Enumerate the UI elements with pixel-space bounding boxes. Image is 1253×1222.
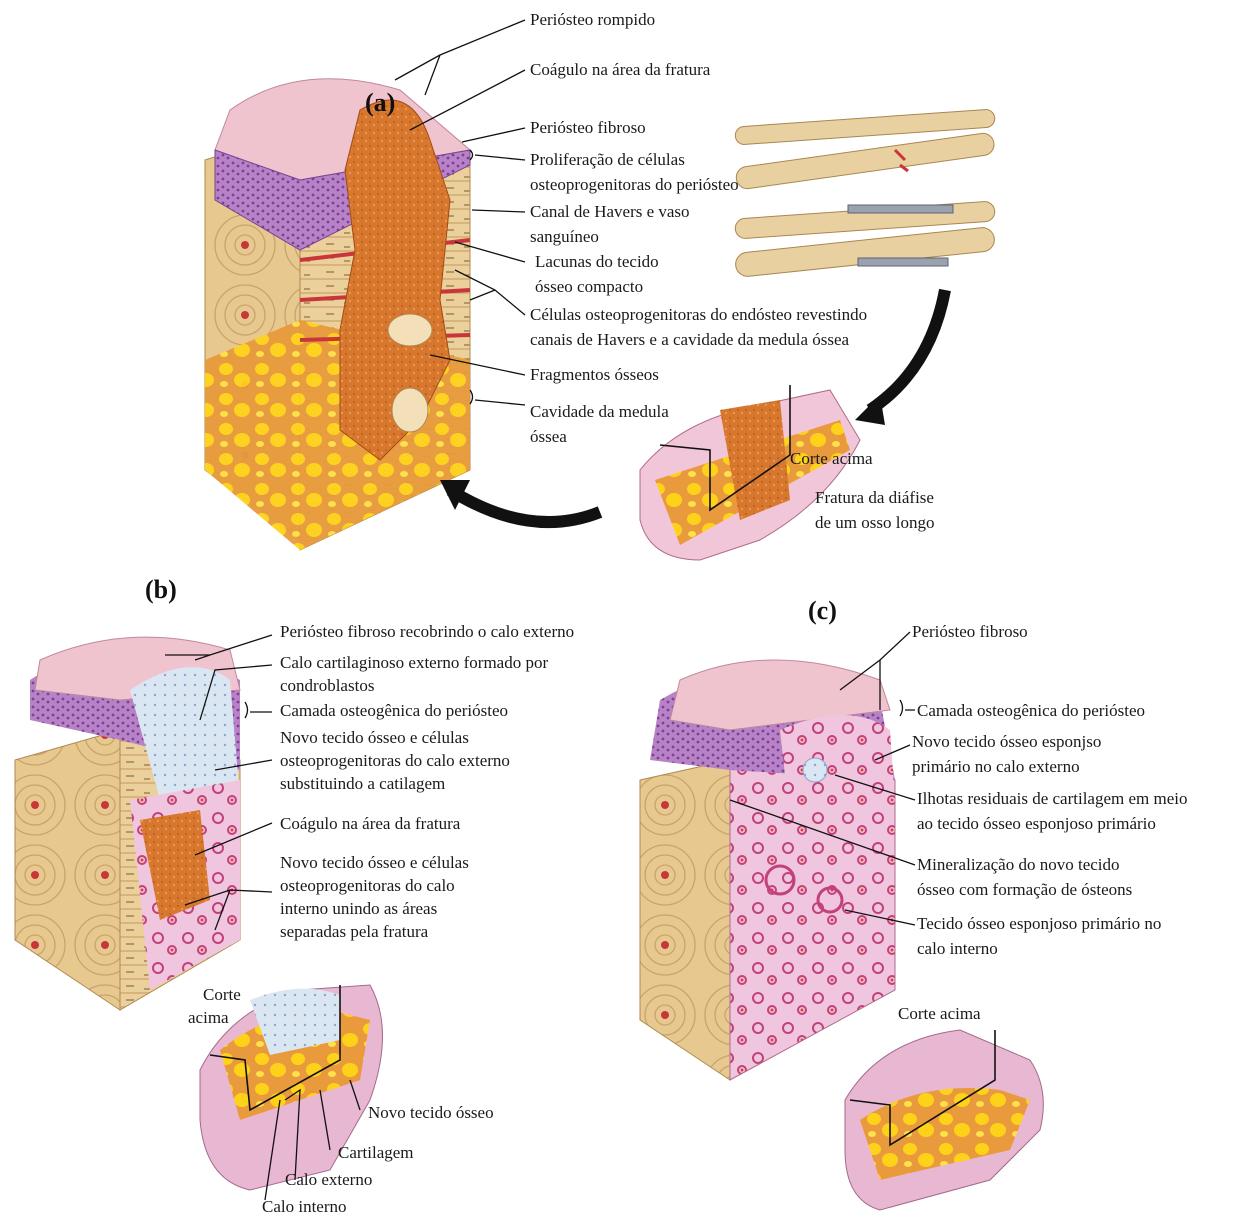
arrow-to-fracture: [870, 290, 945, 410]
label-coagulo-fratura: Coágulo na área da fratura: [530, 58, 710, 82]
label-celulas-endosteo-1: Células osteoprogenitoras do endósteo re…: [530, 303, 867, 327]
label-lacunas-2: ósseo compacto: [535, 275, 643, 299]
long-bones-illustration: [734, 109, 995, 278]
small-fracture-c: [845, 1030, 1043, 1210]
label-b-periosteo-fibroso: Periósteo fibroso recobrindo o calo exte…: [280, 620, 574, 644]
label-b-camada-osteogenica: Camada osteogênica do periósteo: [280, 699, 508, 723]
label-fratura-2: de um osso longo: [815, 511, 934, 535]
label-lacunas-1: Lacunas do tecido: [535, 250, 659, 274]
label-cavidade-2: óssea: [530, 425, 567, 449]
label-celulas-endosteo-2: canais de Havers e a cavidade da medula …: [530, 328, 849, 352]
label-b-calo-externo: Calo externo: [285, 1168, 372, 1192]
label-b-novo-tecido-1: Novo tecido ósseo e células: [280, 726, 469, 750]
label-b-calo-interno: Calo interno: [262, 1195, 347, 1219]
label-proliferacao-2: osteoprogenitoras do periósteo: [530, 173, 739, 197]
label-c-tecido-esponjoso-1: Tecido ósseo esponjoso primário no: [917, 912, 1161, 936]
label-canal-havers-1: Canal de Havers e vaso: [530, 200, 690, 224]
label-b-cartilagem: Cartilagem: [338, 1141, 414, 1165]
label-c-novo-tecido-2: primário no calo externo: [912, 755, 1080, 779]
label-b-calo-interno-4: separadas pela fratura: [280, 920, 428, 944]
panel-c-label: (c): [808, 596, 837, 626]
arrow-to-block: [450, 490, 600, 522]
panel-b-bone-block: [15, 637, 240, 1010]
panel-c-bone-block: [640, 660, 895, 1080]
label-cavidade-1: Cavidade da medula: [530, 400, 669, 424]
label-b-corte: Corte: [203, 983, 241, 1007]
label-b-novo-tecido-2: osteoprogenitoras do calo externo: [280, 749, 510, 773]
label-proliferacao-1: Proliferação de células: [530, 148, 685, 172]
label-b-calo-interno-3: interno unindo as áreas: [280, 897, 437, 921]
panel-b-label: (b): [145, 575, 177, 605]
arrow-head-down: [855, 395, 885, 425]
label-c-corte-acima: Corte acima: [898, 1002, 981, 1026]
label-c-ilhotas-1: Ilhotas residuais de cartilagem em meio: [917, 787, 1188, 811]
label-b-calo-cartilaginoso-2: condroblastos: [280, 674, 374, 698]
label-b-calo-cartilaginoso-1: Calo cartilaginoso externo formado por: [280, 651, 548, 675]
label-b-calo-interno-1: Novo tecido ósseo e células: [280, 851, 469, 875]
label-fratura-1: Fratura da diáfise: [815, 486, 934, 510]
label-c-ilhotas-2: ao tecido ósseo esponjoso primário: [917, 812, 1156, 836]
label-periosteo-fibroso: Periósteo fibroso: [530, 116, 646, 140]
label-b-acima: acima: [188, 1006, 229, 1030]
label-corte-acima-a: Corte acima: [790, 447, 873, 471]
label-b-novo-tecido-osseo: Novo tecido ósseo: [368, 1101, 494, 1125]
label-c-periosteo-fibroso: Periósteo fibroso: [912, 620, 1028, 644]
label-c-camada-osteogenica: Camada osteogênica do periósteo: [917, 699, 1145, 723]
label-b-calo-interno-2: osteoprogenitoras do calo: [280, 874, 455, 898]
label-c-mineralizacao-1: Mineralização do novo tecido: [917, 853, 1120, 877]
label-b-coagulo: Coágulo na área da fratura: [280, 812, 460, 836]
label-c-tecido-esponjoso-2: calo interno: [917, 937, 998, 961]
label-fragmentos: Fragmentos ósseos: [530, 363, 659, 387]
label-c-novo-tecido-1: Novo tecido ósseo esponjso: [912, 730, 1101, 754]
label-c-mineralizacao-2: ósseo com formação de ósteons: [917, 878, 1132, 902]
label-canal-havers-2: sanguíneo: [530, 225, 599, 249]
label-b-novo-tecido-3: substituindo a catilagem: [280, 772, 445, 796]
label-periosteo-rompido: Periósteo rompido: [530, 8, 655, 32]
panel-a-label: (a): [365, 88, 395, 118]
panel-a-bone-block: [205, 79, 470, 550]
